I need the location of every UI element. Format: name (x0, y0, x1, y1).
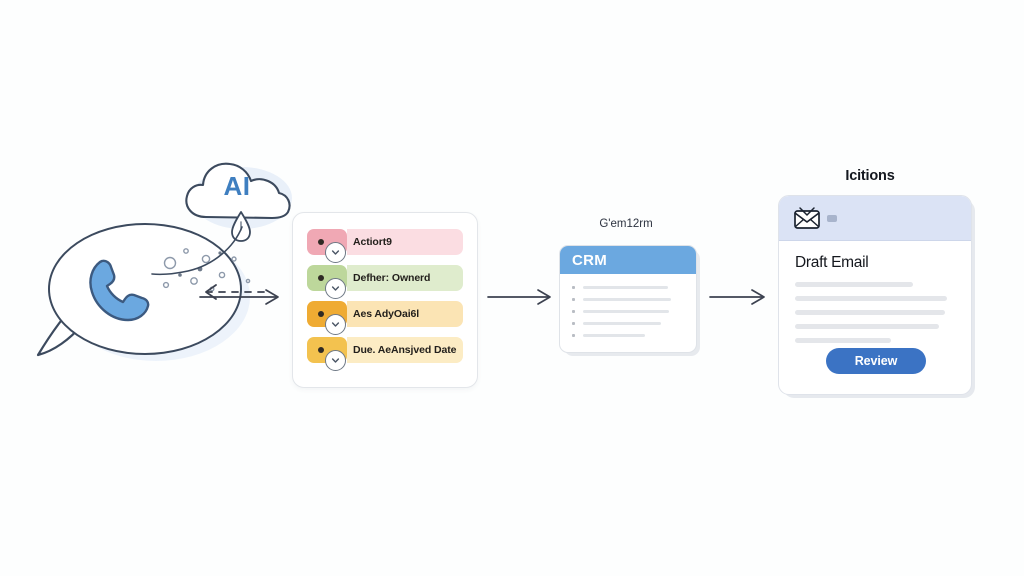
bullet-dot-icon (318, 275, 324, 281)
action-label: Due. AeAnsjved Date (353, 344, 457, 356)
bullet-dot-icon (318, 347, 324, 353)
bullet-dot-icon (572, 310, 575, 314)
email-placeholder-line (795, 338, 891, 343)
crm-placeholder-line (583, 298, 671, 302)
arrow-right-icon-3 (709, 289, 765, 305)
review-button[interactable]: Review (826, 348, 926, 374)
bullet-dot-icon (572, 322, 575, 326)
crm-line-row (572, 310, 669, 314)
bullet-dot-icon (572, 334, 575, 338)
bullet-dot-icon (572, 298, 575, 302)
action-band-2 (347, 265, 463, 291)
email-caption: Icitions (845, 168, 895, 184)
ai-cloud-stage: AI (151, 155, 298, 276)
phone-handset-icon (89, 259, 150, 322)
crm-card[interactable]: CRM (559, 245, 697, 353)
crm-line-row (572, 334, 645, 338)
crm-placeholder-line (583, 286, 668, 290)
crm-placeholder-line (583, 334, 645, 338)
action-row[interactable]: Actiort9 (307, 229, 463, 263)
email-title: Draft Email (795, 254, 869, 271)
envelope-icon (794, 207, 820, 229)
email-card-header (779, 196, 971, 241)
arrow-right-icon-2 (487, 289, 551, 305)
email-placeholder-line (795, 310, 945, 315)
cloud-icon (185, 162, 291, 220)
email-card[interactable]: Draft Email Review (778, 195, 972, 395)
crm-line-row (572, 322, 661, 326)
draft-email-stage: Icitions Draft Email Review (770, 168, 985, 428)
email-placeholder-line (795, 282, 913, 287)
bullet-dot-icon (572, 286, 575, 290)
action-label: Actiort9 (353, 236, 392, 248)
crm-line-row (572, 286, 668, 290)
badge-icon (827, 215, 837, 222)
action-label: Defher: Ownerd (353, 272, 431, 284)
ai-cloud-label: AI (223, 171, 251, 201)
bullet-dot-icon (318, 239, 324, 245)
bullet-dot-icon (318, 311, 324, 317)
crm-placeholder-line (583, 310, 669, 314)
action-band-4 (347, 337, 463, 363)
crm-placeholder-line (583, 322, 661, 326)
chevron-down-icon[interactable] (325, 314, 346, 335)
action-band-1 (347, 229, 463, 255)
action-row[interactable]: Due. AeAnsjved Date (307, 337, 463, 371)
crm-caption: G'em12rm (599, 218, 653, 230)
extracted-actions-card: Actiort9 Defher: Ownerd Aes AdyOai6l (292, 212, 478, 388)
crm-header-label: CRM (572, 251, 608, 269)
crm-line-row (572, 298, 671, 302)
crm-card-header: CRM (560, 246, 696, 274)
crm-record-stage: G'em12rm CRM (556, 218, 706, 363)
action-label: Aes AdyOai6l (353, 308, 420, 320)
chevron-down-icon[interactable] (325, 350, 346, 371)
action-row[interactable]: Aes AdyOai6l (307, 301, 463, 335)
cloud-trail-icon (151, 226, 243, 276)
sparkle-dots-icon (162, 248, 251, 292)
action-row[interactable]: Defher: Ownerd (307, 265, 463, 299)
chevron-down-icon[interactable] (325, 242, 346, 263)
email-placeholder-line (795, 324, 939, 329)
action-band-3 (347, 301, 463, 327)
chevron-down-icon[interactable] (325, 278, 346, 299)
arrow-right-icon-1 (199, 289, 279, 305)
email-placeholder-line (795, 296, 947, 301)
